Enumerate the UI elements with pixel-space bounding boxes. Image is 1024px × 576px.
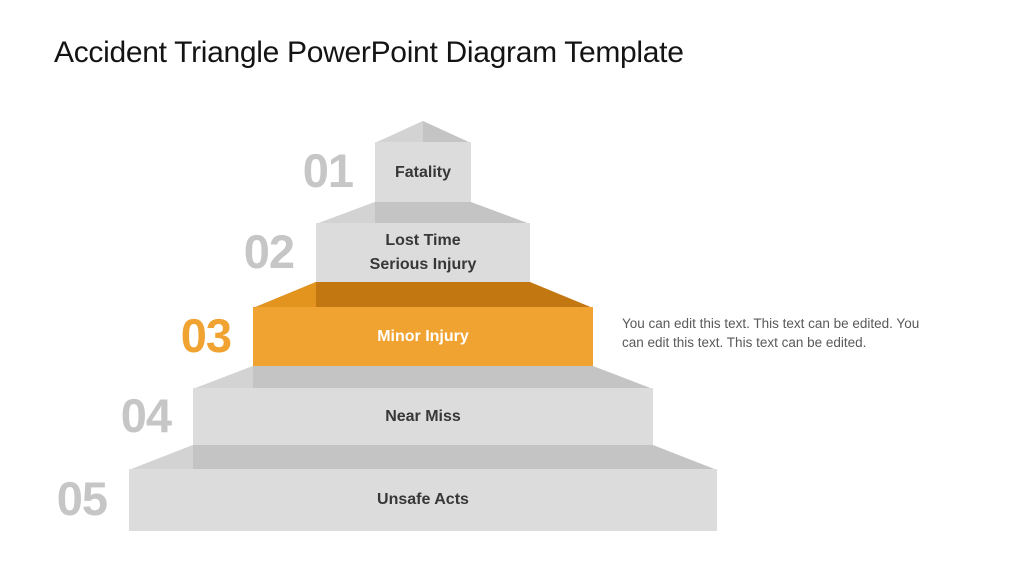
level-4-top-face <box>193 366 653 389</box>
level-1-label: Fatality <box>394 163 451 181</box>
level-1-number: 01 <box>302 144 354 197</box>
level-3-label: Minor Injury <box>377 328 469 345</box>
level-4-roof-shade <box>193 366 653 389</box>
level-3-block: Minor Injury <box>253 307 593 367</box>
level-2-label: Lost Time Serious Injury <box>369 232 477 273</box>
level-2-block: Lost Time Serious Injury <box>316 223 530 283</box>
annotation-text: You can edit this text. This text can be… <box>622 314 966 352</box>
level-5-roof-shade <box>129 445 717 470</box>
level-3-top-face <box>253 282 593 308</box>
level-5-block: Unsafe Acts <box>129 469 717 531</box>
level-5-number: 05 <box>56 471 108 525</box>
annotation-line-1: You can edit this text. This text can be… <box>622 316 920 331</box>
level-5-label: Unsafe Acts <box>377 491 469 508</box>
annotation-line-2: can edit this text. This text can be edi… <box>622 335 867 350</box>
level-2-top-face <box>316 202 530 224</box>
level-3-number: 03 <box>180 308 232 362</box>
level-5-top-face <box>129 445 717 470</box>
level-2-number: 02 <box>243 224 295 278</box>
level-4-number: 04 <box>120 388 172 442</box>
level-1-block: Fatality <box>375 142 471 203</box>
level-4-label: Near Miss <box>385 408 461 425</box>
level-4-block: Near Miss <box>193 388 653 446</box>
slide-title: Accident Triangle PowerPoint Diagram Tem… <box>54 36 684 69</box>
level-1-top-face <box>375 121 471 143</box>
